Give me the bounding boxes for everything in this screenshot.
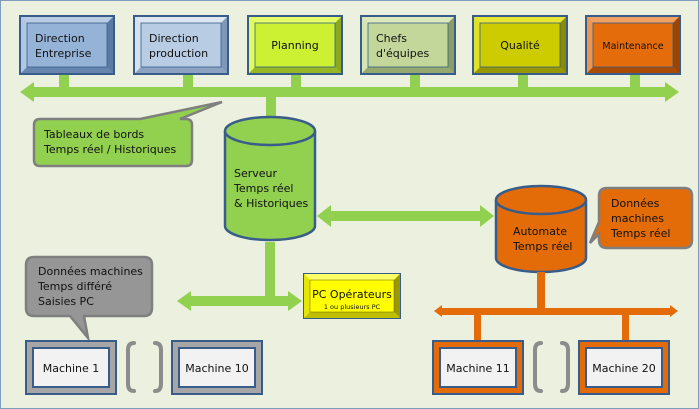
box-planning-label: Planning xyxy=(271,39,318,52)
ellipsis-brackets-left xyxy=(126,341,163,393)
department-boxes: DirectionEntrepriseDirectionproductionPl… xyxy=(19,15,681,75)
box-qualite: Qualité xyxy=(472,15,568,75)
machine-10: Machine 10 xyxy=(171,340,263,395)
box-planning: Planning xyxy=(247,15,343,75)
box-qualite-label: Qualité xyxy=(500,39,540,52)
box-maintenance-label: Maintenance xyxy=(602,41,663,52)
top-bus xyxy=(20,74,679,118)
machine-11-label: Machine 11 xyxy=(446,362,510,375)
machine-10-label: Machine 10 xyxy=(185,362,249,375)
callout-rt-line3: Temps réel xyxy=(610,227,670,240)
box-direction-entreprise-label-1: Direction xyxy=(35,32,85,45)
machine-20: Machine 20 xyxy=(578,340,670,395)
box-chefs-equipes: Chefs d'équipes xyxy=(360,15,456,75)
box-direction-production: Direction production xyxy=(133,15,229,75)
machine-bus-right xyxy=(434,272,678,341)
callout-deferred-line1: Données machines xyxy=(38,265,143,278)
callout-rt-line1: Données xyxy=(611,197,660,210)
pc-operators-box: PC Opérateurs 1 ou plusieurs PC xyxy=(303,273,401,319)
callout-dashboards: Tableaux de bords Temps réel / Historiqu… xyxy=(32,100,223,168)
server-automate-link xyxy=(317,205,494,227)
ellipsis-brackets-right xyxy=(533,341,570,393)
box-direction-production-label-1: Direction xyxy=(149,32,199,45)
server-cylinder: Serveur Temps réel & Historiques xyxy=(223,115,317,242)
machine-1: Machine 1 xyxy=(25,340,117,395)
callout-dashboards-line2: Temps réel / Historiques xyxy=(43,143,177,156)
server-line1: Serveur xyxy=(234,167,278,180)
box-chefs-equipes-label-1: Chefs xyxy=(376,32,407,45)
automate-cylinder: Automate Temps réel xyxy=(494,184,588,274)
automate-line1: Automate xyxy=(513,225,567,238)
server-pc-link xyxy=(177,242,302,311)
server-line3: & Historiques xyxy=(234,197,308,210)
pc-operators-title: PC Opérateurs xyxy=(312,288,392,301)
box-direction-entreprise-label-2: Entreprise xyxy=(35,47,92,60)
box-maintenance: Maintenance xyxy=(585,15,681,75)
machine-1-label: Machine 1 xyxy=(43,362,100,375)
callout-dashboards-line1: Tableaux de bords xyxy=(43,128,144,141)
callout-deferred-line3: Saisies PC xyxy=(38,295,94,308)
machine-20-label: Machine 20 xyxy=(592,362,656,375)
callout-machine-data-realtime: Données machines Temps réel xyxy=(588,186,694,250)
box-direction-production-label-2: production xyxy=(149,47,208,60)
pc-operators-subtitle: 1 ou plusieurs PC xyxy=(324,303,381,311)
machine-11: Machine 11 xyxy=(432,340,524,395)
callout-machine-data-deferred: Données machines Temps différé Saisies P… xyxy=(24,255,154,343)
callout-rt-line2: machines xyxy=(611,212,664,225)
callout-deferred-line2: Temps différé xyxy=(37,280,112,293)
box-chefs-equipes-label-2: d'équipes xyxy=(376,47,430,60)
automate-line2: Temps réel xyxy=(512,240,572,253)
server-line2: Temps réel xyxy=(233,182,293,195)
